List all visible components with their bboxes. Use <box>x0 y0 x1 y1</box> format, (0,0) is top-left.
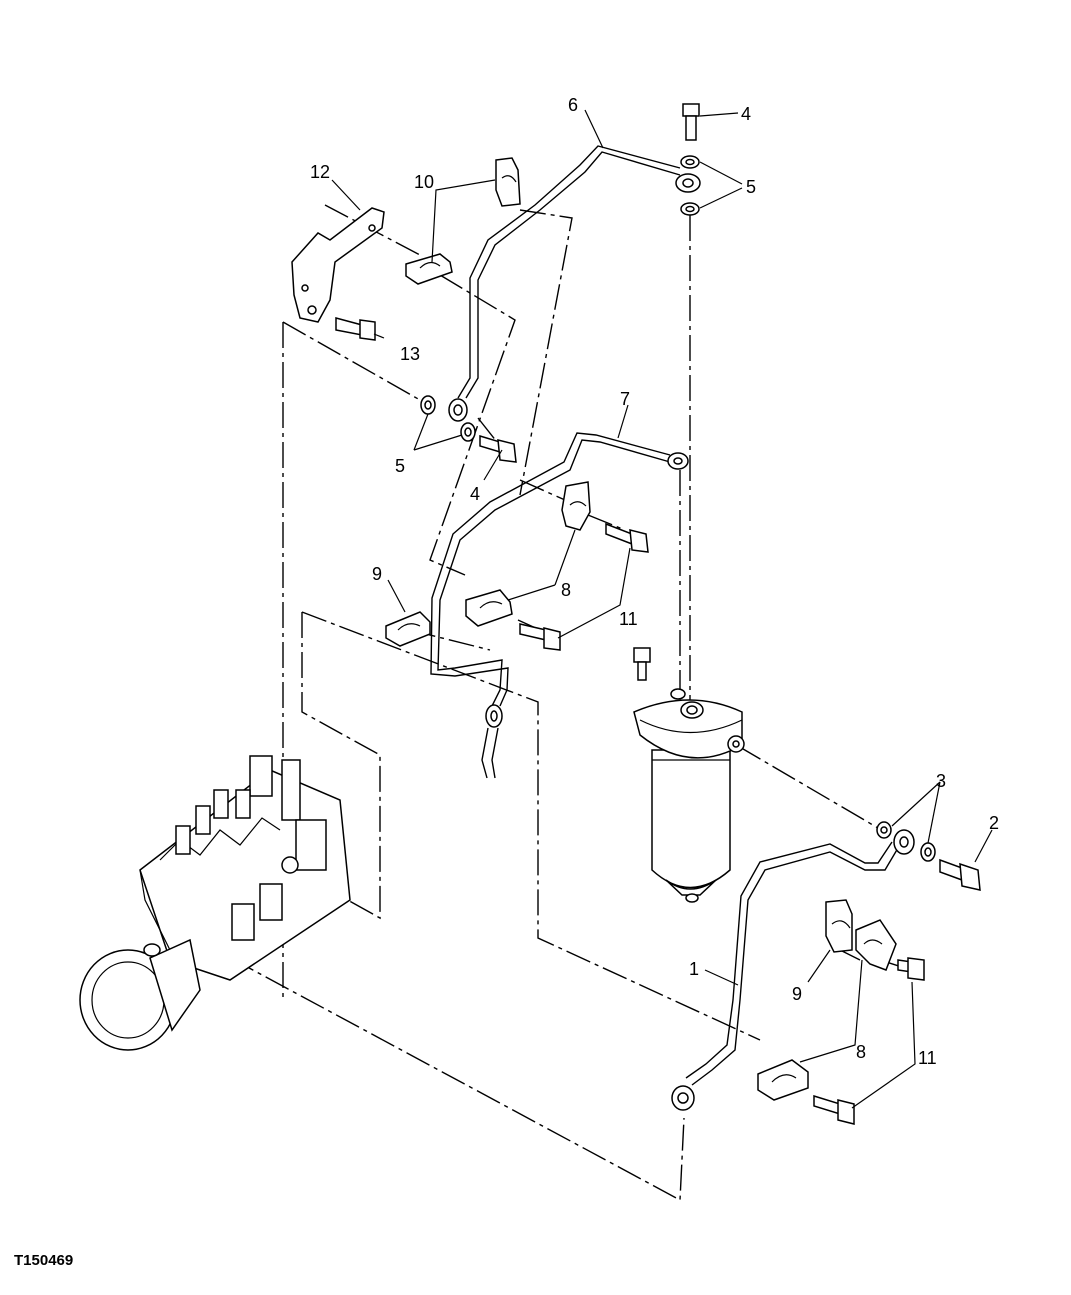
fuel-injection-pump <box>79 755 351 1051</box>
assembly-centerlines <box>159 204 906 1202</box>
fuel-line-7 <box>430 432 689 779</box>
callout-7: 7 <box>620 389 630 409</box>
leader-lines <box>331 109 993 1109</box>
washers-3 <box>876 821 936 862</box>
banjo-bolt-4-upper <box>682 103 700 141</box>
callout-10: 10 <box>414 172 434 192</box>
callout-9-low: 9 <box>792 984 802 1004</box>
figure-id: T150469 <box>14 1252 74 1269</box>
banjo-bolt-2 <box>939 858 981 891</box>
callout-4-top: 4 <box>741 104 751 124</box>
callout-11-mid: 11 <box>619 609 638 629</box>
callout-2: 2 <box>989 813 999 833</box>
cap-screw-11-right <box>897 957 925 981</box>
cap-screw-11-upper <box>605 522 649 553</box>
clamp-10-lower <box>405 253 453 285</box>
clamp-8-lower <box>465 589 513 627</box>
cap-screw-11-lower <box>519 623 561 651</box>
banjo-bolt-4-lower <box>479 434 517 463</box>
callout-5-mid: 5 <box>395 456 405 476</box>
callout-13: 13 <box>400 344 420 364</box>
callout-11-low: 11 <box>918 1048 937 1068</box>
callout-12: 12 <box>310 162 330 182</box>
clamp-8-bottom <box>757 1059 809 1101</box>
washers-5-lower <box>420 395 476 442</box>
washers-5-upper <box>680 155 700 216</box>
callout-labels: 6 4 5 12 10 13 7 5 4 9 8 11 3 2 1 9 8 11 <box>310 95 999 1068</box>
callout-8-mid: 8 <box>561 580 571 600</box>
mounting-bracket-12 <box>291 207 385 323</box>
callout-6: 6 <box>568 95 578 115</box>
clamp-9-lower <box>825 899 853 953</box>
callout-5-top: 5 <box>746 177 756 197</box>
callout-4-mid: 4 <box>470 484 480 504</box>
callout-3: 3 <box>936 771 946 791</box>
clamp-8-lower-right <box>855 919 897 971</box>
callout-9-mid: 9 <box>372 564 382 584</box>
fuel-line-1 <box>671 829 915 1111</box>
callout-8-low: 8 <box>856 1042 866 1062</box>
cap-screw-11-bottom <box>813 1094 855 1125</box>
fuel-line-6 <box>448 145 701 422</box>
cap-screw-13 <box>335 317 376 341</box>
fuel-filter <box>633 647 745 903</box>
clamp-9-middle <box>385 611 431 647</box>
callout-1: 1 <box>689 959 699 979</box>
clamp-8-upper <box>561 481 591 531</box>
clamp-10-upper <box>495 157 521 207</box>
